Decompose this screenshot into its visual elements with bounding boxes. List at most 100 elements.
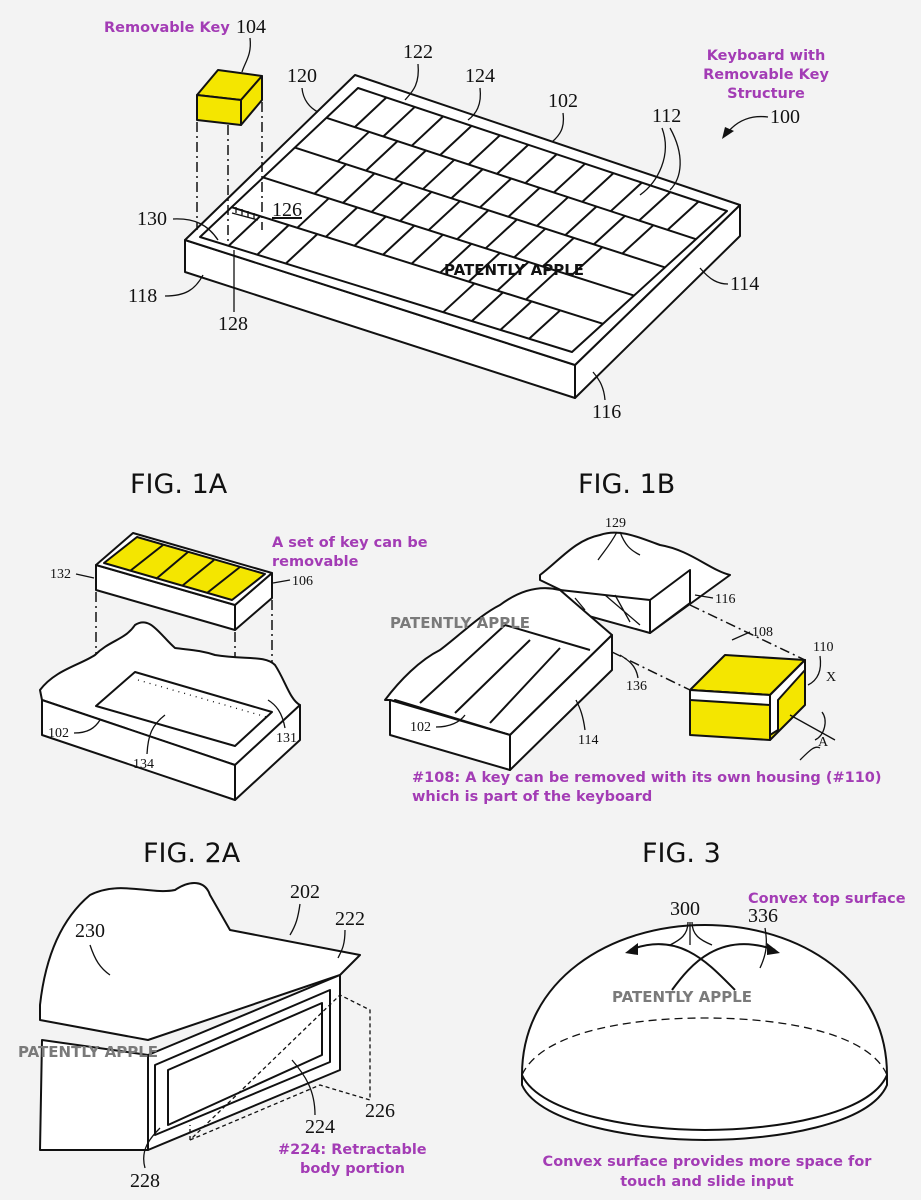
leader-line — [143, 1127, 161, 1169]
ref-118: 118 — [128, 285, 157, 307]
key-divider — [553, 162, 586, 194]
leader-line — [291, 1059, 316, 1116]
retractable-body-outline — [189, 994, 371, 1141]
leader-line — [73, 719, 101, 734]
fig-2a-title: FIG. 2A — [143, 838, 241, 869]
key-divider — [439, 243, 473, 274]
rotation-arrow — [799, 711, 826, 761]
ref-106: 106 — [292, 574, 313, 589]
key-divider — [227, 215, 261, 247]
lower-cutaway — [384, 587, 613, 736]
key-divider — [581, 172, 615, 203]
key-divider — [499, 300, 533, 331]
ref-131: 131 — [276, 731, 297, 746]
fig2a-watermark: PATENTLY APPLE — [18, 1043, 158, 1061]
arrowhead-icon — [625, 943, 638, 955]
key-divider — [468, 252, 501, 283]
annotation-line: A set of key can be — [272, 535, 428, 551]
key-divider — [442, 282, 476, 313]
key-divider — [427, 200, 461, 231]
leader-line — [272, 579, 291, 584]
leader-line — [551, 112, 565, 143]
ref-116: 116 — [715, 592, 735, 607]
key-divider — [513, 227, 547, 259]
ref-120: 120 — [287, 65, 317, 87]
ref-128: 128 — [218, 313, 248, 335]
ref-102: 102 — [548, 90, 578, 112]
leader-line — [241, 37, 252, 73]
leader-line — [89, 944, 111, 976]
keyboard-inner-frame — [199, 87, 728, 353]
leader-line — [164, 274, 204, 297]
axis-x-label: X — [826, 670, 836, 685]
keyboard-top-face — [184, 74, 741, 366]
removable-key-side — [240, 75, 263, 126]
fig2a-retractable-key: PATENTLY APPLE 202 222 230 224 226 228 #… — [18, 881, 427, 1192]
key-divider — [496, 144, 529, 175]
key-divider — [479, 177, 512, 209]
key-divider — [231, 206, 604, 325]
key-divider — [496, 261, 530, 292]
key-divider — [593, 215, 626, 246]
key-divider — [325, 206, 359, 238]
key-divider — [507, 187, 541, 218]
annotation-line: #224: Retractable — [278, 1142, 427, 1158]
arrowhead-icon — [722, 127, 734, 139]
dome-surface — [521, 924, 888, 1131]
key-divider — [399, 191, 433, 222]
leader-line — [731, 631, 751, 641]
leader-line — [267, 699, 286, 729]
axis-x-line — [789, 714, 836, 741]
key-top-surface — [39, 882, 361, 1041]
housing-110-side — [769, 659, 806, 736]
leader-line — [575, 699, 586, 731]
keyset-yellow-keys — [103, 536, 266, 601]
slide-arrow — [671, 943, 776, 991]
lower-keys — [419, 624, 591, 724]
leader-line — [75, 573, 95, 579]
ref-114: 114 — [578, 733, 598, 748]
leader-line — [404, 63, 419, 101]
annotation-line: Keyboard with — [707, 48, 826, 64]
fig1a-key-set: A set of key can be removable 132 106 10… — [39, 532, 428, 801]
lower-side-face — [509, 634, 613, 771]
leader-line — [592, 371, 606, 401]
removable-key-front — [196, 94, 242, 126]
mechanism — [574, 594, 641, 626]
leader-arrow — [619, 654, 639, 679]
leader-line — [435, 714, 466, 728]
key-grid — [227, 96, 700, 340]
key-divider — [525, 270, 558, 301]
ref-100: 100 — [770, 106, 800, 128]
leader-line — [146, 714, 166, 755]
key-divider — [422, 159, 456, 190]
ref-102: 102 — [410, 720, 431, 735]
key-opening-inner — [167, 1002, 323, 1126]
ref-129: 129 — [605, 516, 626, 531]
leader-line — [694, 594, 714, 599]
fig1b-watermark: PATENTLY APPLE — [390, 614, 530, 632]
annotation-line: removable — [272, 554, 359, 570]
ref-114: 114 — [730, 273, 759, 295]
leader-line — [172, 218, 219, 241]
leader-line — [699, 267, 729, 285]
ref-124: 124 — [465, 65, 495, 87]
ref-110: 110 — [813, 640, 833, 655]
arrowhead-icon — [767, 943, 780, 955]
key-divider — [285, 233, 318, 265]
key-divider — [450, 168, 484, 200]
ref-104: 104 — [236, 16, 266, 38]
fig1-title-annotation: Keyboard with Removable Key Structure — [703, 48, 829, 102]
ref-336: 336 — [748, 905, 778, 927]
ref-130: 130 — [137, 208, 167, 230]
key-divider — [313, 163, 347, 195]
ref-134: 134 — [133, 757, 154, 772]
key-front-face — [147, 974, 341, 1151]
key-divider — [564, 205, 598, 236]
cutaway-side — [234, 704, 301, 801]
fig1b-key-housing: PATENTLY APPLE 129 116 108 110 X A 136 1… — [384, 516, 882, 805]
key-divider — [528, 309, 561, 340]
key-divider — [382, 224, 416, 256]
key-divider — [467, 134, 501, 166]
